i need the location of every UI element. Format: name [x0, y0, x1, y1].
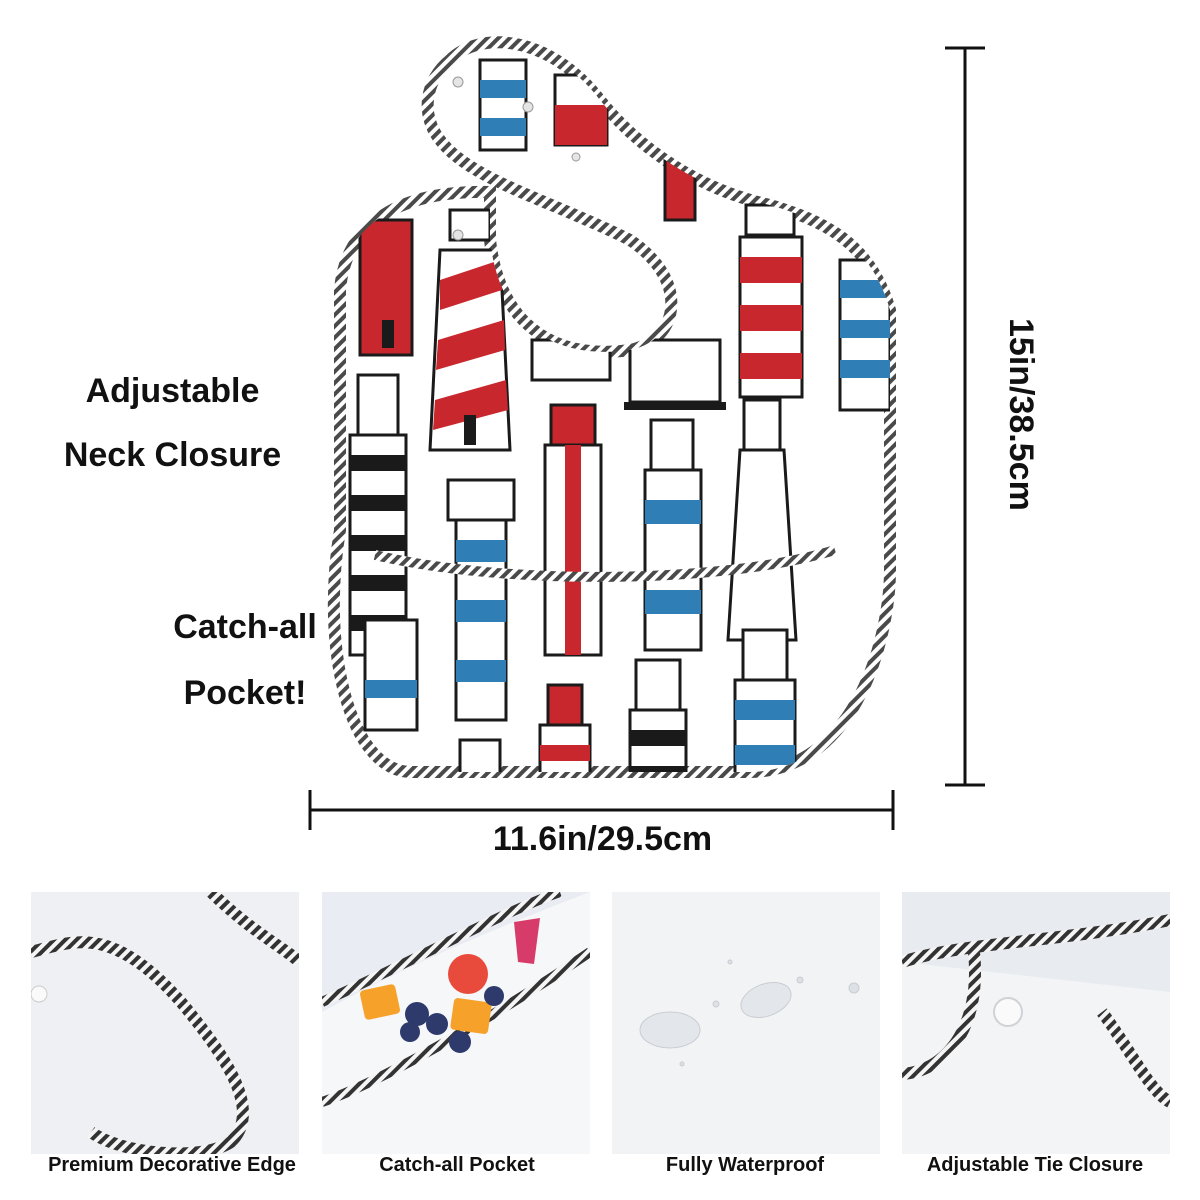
- feature-caption-tie-closure: Adjustable Tie Closure: [926, 1154, 1144, 1176]
- feature-thumb-decorative-edge: [31, 892, 299, 1154]
- pocket-callout-line1: Catch-all: [173, 608, 317, 646]
- snap-button-icon: [902, 892, 1170, 1154]
- snap-button-icon: [452, 229, 464, 241]
- feature-caption-pocket: Catch-all Pocket: [379, 1154, 535, 1176]
- snap-button-icon: [452, 76, 464, 88]
- height-label: 15in/38.5cm: [1002, 318, 1040, 511]
- pocket-lip: [373, 545, 837, 582]
- feature-thumb-waterproof: [612, 892, 880, 1154]
- snap-button-icon: [522, 101, 534, 113]
- neck-callout-line2: Neck Closure: [63, 436, 282, 474]
- neck-closure-callout: Adjustable Neck Closure: [40, 374, 305, 472]
- pocket-with-fruit-icon: [322, 892, 590, 1154]
- feature-caption-waterproof: Fully Waterproof: [665, 1154, 825, 1176]
- bib-product-image: [327, 36, 896, 778]
- rope-edge-icon: [31, 892, 299, 1154]
- feature-caption-decorative-edge: Premium Decorative Edge: [48, 1154, 296, 1176]
- water-droplets-icon: [612, 892, 880, 1154]
- feature-thumb-pocket: [322, 892, 590, 1154]
- pocket-callout-line2: Pocket!: [183, 674, 307, 712]
- height-dimension-line: [945, 46, 985, 787]
- pocket-callout: Catch-all Pocket!: [130, 610, 360, 710]
- feature-thumb-tie-closure: [902, 892, 1170, 1154]
- snap-button-icon: [571, 152, 581, 162]
- width-label: 11.6in/29.5cm: [492, 820, 713, 858]
- width-dimension-line: [308, 790, 895, 830]
- neck-callout-line1: Adjustable: [85, 372, 260, 410]
